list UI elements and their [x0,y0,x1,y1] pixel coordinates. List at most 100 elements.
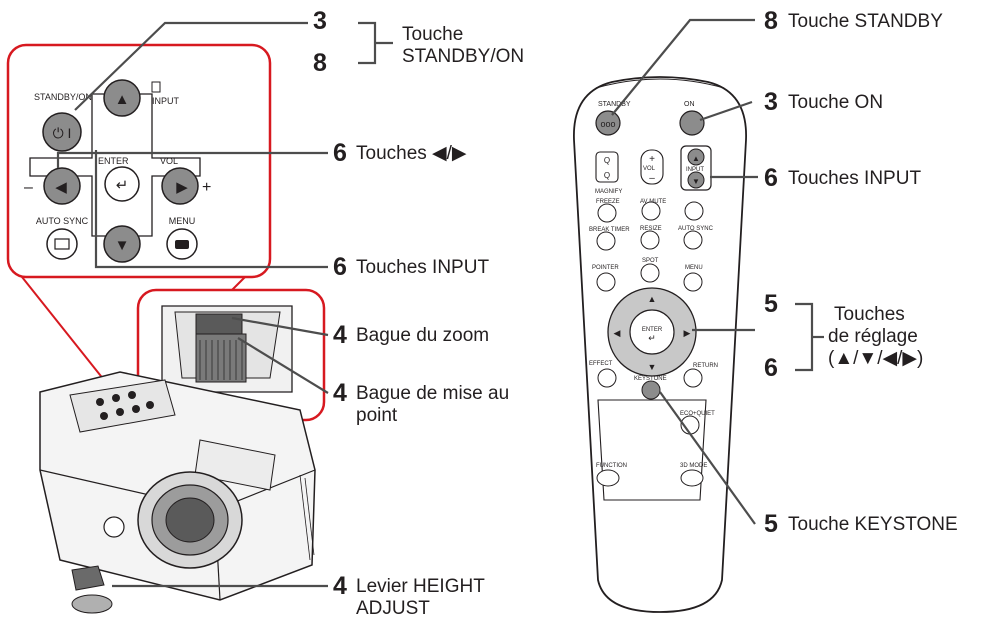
panel-vol-label: VOL [160,156,178,166]
callout-focus-line2: point [356,405,398,426]
callout-arrows-text: Touches ◀/▶ [356,143,467,164]
callout-focus-line1: Bague de mise au [356,383,510,404]
panel-down-button[interactable] [103,225,141,263]
remote-return-button[interactable] [683,368,703,388]
panel-auto-sync-button[interactable] [46,228,78,260]
control-panel: ⏻ I STANDBY/ON ▲ ◀ ↵ ▶ ▼ AUTO SYNC MENU … [6,43,272,393]
remote-menu-button[interactable] [683,272,703,292]
callout-keystone-text: Touche KEYSTONE [788,514,958,535]
callout-standby-remote-num: 8 [764,7,778,35]
remote-resize-button[interactable] [640,230,660,250]
panel-input-label: INPUT [152,96,180,106]
remote-av-mute-button[interactable] [641,201,661,221]
projector-body [39,371,316,614]
remote-input-up-button[interactable] [687,148,705,166]
remote-standby-button[interactable] [595,110,621,136]
callout-height-line1: Levier HEIGHT [356,576,485,597]
callout-adjust-line2: de réglage [828,326,918,347]
panel-standby-on-label: STANDBY/ON [34,92,92,102]
remote-on-label: ON [684,101,695,108]
remote-magnify-label: MAGNIFY [595,189,622,195]
remote-auto-sync-button[interactable] [683,230,703,250]
enter-icon: ↵ [116,177,129,194]
callout-on-remote-num: 3 [764,88,778,116]
callout-standby-on-num-a: 3 [313,7,327,35]
panel-left-button[interactable] [43,167,81,205]
zoom-ring[interactable] [195,313,243,335]
panel-enter-label: ENTER [98,156,129,166]
remote-return-label: RETURN [693,363,718,369]
svg-text:Q: Q [604,156,610,165]
callout-adjust-num-a: 5 [764,290,778,318]
remote-freeze-button[interactable] [597,203,617,223]
svg-text:▼: ▼ [692,177,700,186]
remote-auto-sync-label: AUTO SYNC [678,226,714,232]
remote-spot-label: SPOT [642,258,659,264]
callout-standby-on-line1: Touche [402,24,464,45]
remote-on-button[interactable] [679,110,705,136]
remote-3d-mode-button[interactable] [680,469,704,487]
remote-pointer-label: POINTER [592,265,619,271]
remote-input-label: INPUT [686,167,704,173]
callout-standby-on-line2: STANDBY/ON [402,46,525,67]
callout-adjust-num-b: 6 [764,354,778,382]
remote-pointer-button[interactable] [596,272,616,292]
remote-vol-button[interactable] [640,149,664,185]
callout-keystone-num: 5 [764,510,778,538]
remote-spot-button[interactable] [640,263,660,283]
remote-control: ooo STANDBY ON Q Q MAGNIFY + – VOL ▲ ▼ I… [573,76,747,613]
remote-effect-button[interactable] [597,368,617,388]
right-arrow-icon: ▶ [176,179,188,196]
svg-text:–: – [649,173,655,184]
up-arrow-icon: ▲ [115,91,130,108]
remote-break-timer-button[interactable] [596,231,616,251]
callout-height-num: 4 [333,572,347,600]
remote-input-down-button[interactable] [687,171,705,189]
panel-right-button[interactable] [161,167,199,205]
panel-auto-sync-label: AUTO SYNC [36,216,89,226]
panel-plus-label: + [202,179,211,196]
callout-zoom-num: 4 [333,321,347,349]
callout-adjust-line1: Touches [834,304,905,325]
svg-text:↵: ↵ [648,333,656,343]
panel-menu-label: MENU [169,216,196,226]
callout-height-line2: ADJUST [356,598,430,619]
remote-3d-mode-label: 3D MODE [680,463,707,469]
svg-text:◀: ◀ [614,328,621,338]
callout-input-remote-num: 6 [764,164,778,192]
remote-freeze-label: FREEZE [596,199,620,205]
focus-ring[interactable] [195,333,247,383]
remote-standby-label: STANDBY [598,101,631,108]
down-arrow-icon: ▼ [115,237,130,254]
remote-magnify-button[interactable] [595,151,619,183]
remote-break-timer-label: BREAK TIMER [589,227,630,233]
svg-text:▲: ▲ [692,154,700,163]
remote-eco-quiet-label: ECO+QUIET [680,411,715,417]
left-arrow-icon: ◀ [55,179,67,196]
panel-enter-button[interactable] [104,166,140,202]
panel-up-button[interactable] [103,79,141,117]
callout-input-remote-text: Touches INPUT [788,168,922,189]
leader-lines [56,18,824,588]
height-adjust-lever[interactable] [71,565,105,591]
standby-on-button[interactable] [42,112,82,152]
remote-function-label: FUNCTION [596,463,627,469]
svg-text:▼: ▼ [648,362,657,372]
callout-input-panel-text: Touches INPUT [356,257,490,278]
callout-on-remote-text: Touche ON [788,92,884,113]
callout-adjust-line3: (▲/▼/◀/▶) [828,348,924,369]
remote-function-button[interactable] [596,469,620,487]
remote-vol-label: VOL [643,166,656,172]
remote-resize-label: RESIZE [640,226,662,232]
callout-zoom-text: Bague du zoom [356,325,490,346]
remote-effect-label: EFFECT [589,361,613,367]
callout-input-panel-num: 6 [333,253,347,281]
power-icon: ⏻ I [53,125,72,141]
svg-text:▶: ▶ [684,328,691,338]
remote-enter-button[interactable] [629,309,675,355]
remote-keystone-button[interactable] [641,380,661,400]
callout-standby-remote-text: Touche STANDBY [788,11,943,32]
svg-text:Q: Q [604,171,610,180]
svg-text:▲: ▲ [648,294,657,304]
